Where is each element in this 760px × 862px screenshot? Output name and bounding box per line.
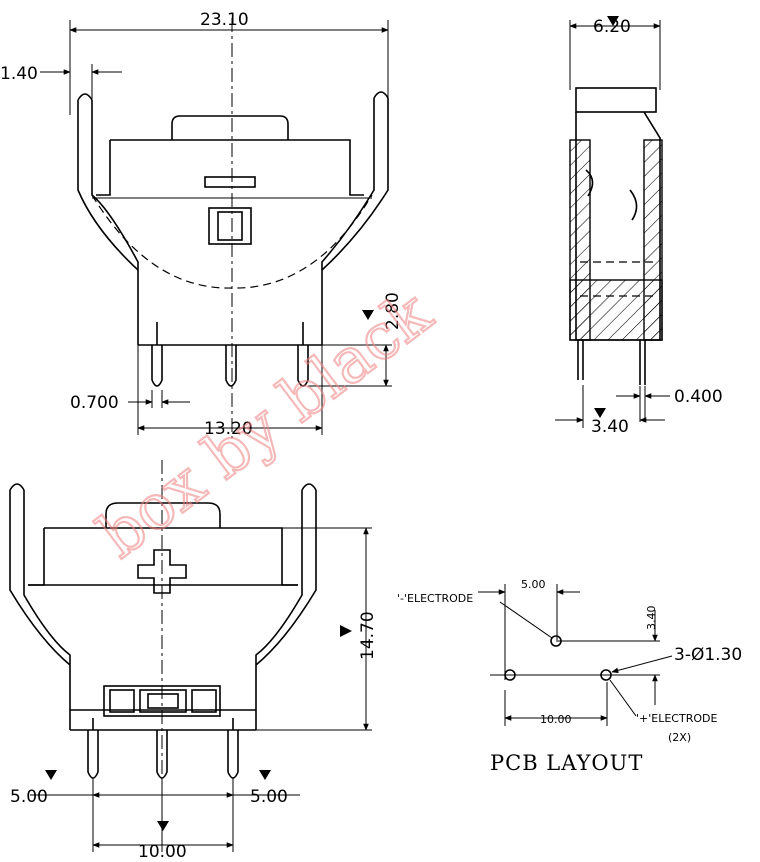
pcb-dim-x-bottom: 10.00 <box>540 713 572 726</box>
front-offset-dim: 1.40 <box>0 64 38 84</box>
bottom-pitch-right-dim: 5.00 <box>250 787 288 807</box>
pcb-hole-neg <box>550 635 562 647</box>
pcb-dim-y: 3.40 <box>645 606 658 631</box>
pin-length-dim: 2.80 <box>383 292 403 330</box>
side-depth-dim: 6.20 <box>593 17 631 37</box>
pcb-layout-title: PCB LAYOUT <box>490 751 643 775</box>
hole-label: 3-Ø1.30 <box>674 645 742 665</box>
bottom-pitch-left-dim: 5.00 <box>10 787 48 807</box>
side-offset-dim: 3.40 <box>591 417 629 437</box>
bottom-view: 14.70 5.00 5.00 10.00 <box>9 460 378 862</box>
pcb-layout: 5.00 3.40 10.00 '-'ELECTRODE '+'ELECTROD… <box>397 578 742 775</box>
pos-electrode-label: '+'ELECTRODE <box>636 712 717 725</box>
pin-width-dim: 0.700 <box>70 393 119 413</box>
front-width-dim: 23.10 <box>200 10 249 30</box>
pos-electrode-count: (2X) <box>668 731 691 744</box>
pcb-dim-x-top: 5.00 <box>521 578 546 591</box>
side-view: 6.20 0.400 3.40 <box>555 16 723 437</box>
bottom-span-dim: 10.00 <box>138 842 187 862</box>
pcb-hole-pos-right <box>600 669 612 681</box>
front-view: 23.10 1.40 <box>0 10 403 439</box>
side-thickness-dim: 0.400 <box>674 387 723 407</box>
pcb-hole-pos-left <box>504 669 516 681</box>
neg-electrode-label: '-'ELECTRODE <box>397 592 473 605</box>
bottom-height-dim: 14.70 <box>358 611 378 660</box>
pin-span-dim: 13.20 <box>204 419 253 439</box>
